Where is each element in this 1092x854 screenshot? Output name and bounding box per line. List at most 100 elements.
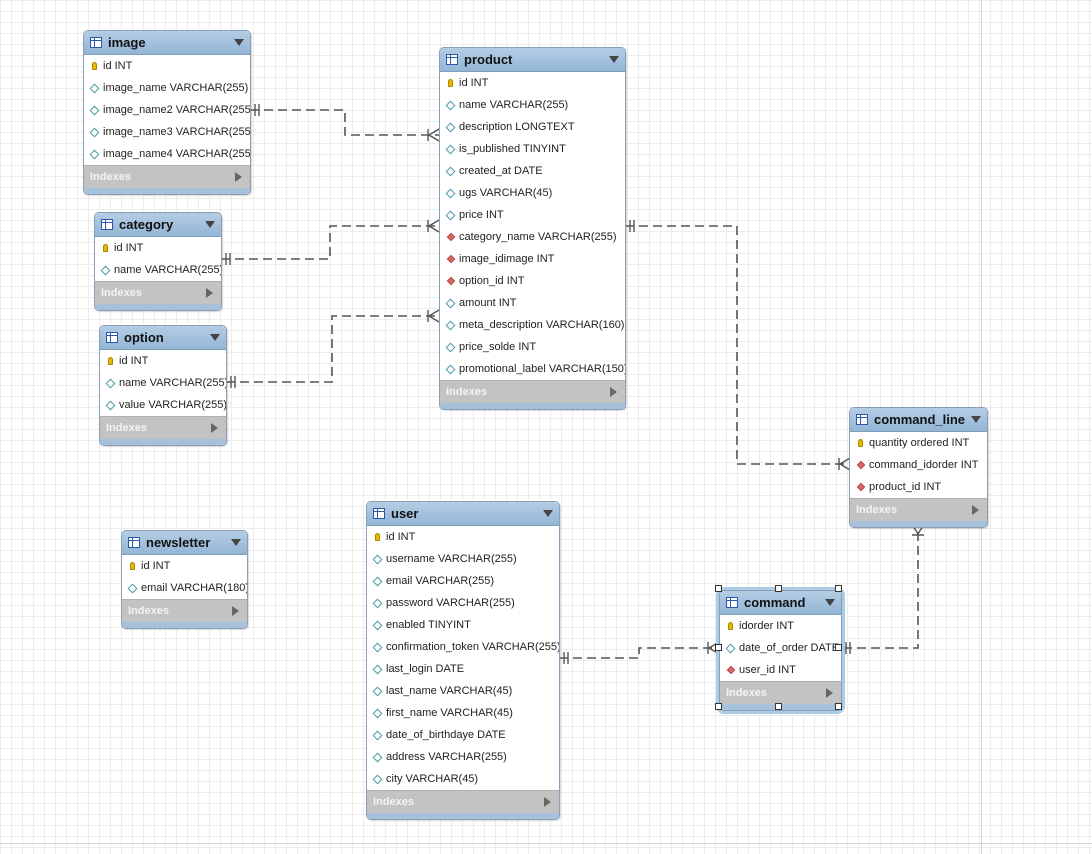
column-row[interactable]: meta_description VARCHAR(160) <box>440 314 625 336</box>
column-row[interactable]: id INT <box>95 237 221 259</box>
resize-handle-bottom-left[interactable] <box>715 703 722 710</box>
table-header[interactable]: user <box>367 502 559 526</box>
resize-handle-top[interactable] <box>775 585 782 592</box>
column-row[interactable]: email VARCHAR(180) <box>122 577 247 599</box>
column-row[interactable]: password VARCHAR(255) <box>367 592 559 614</box>
column-row[interactable]: command_idorder INT <box>850 454 987 476</box>
column-row[interactable]: ugs VARCHAR(45) <box>440 182 625 204</box>
indexes-section[interactable]: Indexes <box>720 681 841 704</box>
column-row[interactable]: username VARCHAR(255) <box>367 548 559 570</box>
column-row[interactable]: id INT <box>100 350 226 372</box>
expand-arrow-icon[interactable] <box>544 797 551 807</box>
column-row[interactable]: name VARCHAR(255) <box>95 259 221 281</box>
column-row[interactable]: id INT <box>440 72 625 94</box>
expand-arrow-icon[interactable] <box>206 288 213 298</box>
expand-arrow-icon[interactable] <box>826 688 833 698</box>
resize-handle-left[interactable] <box>715 644 722 651</box>
column-row[interactable]: name VARCHAR(255) <box>100 372 226 394</box>
column-row[interactable]: price_solde INT <box>440 336 625 358</box>
column-row[interactable]: amount INT <box>440 292 625 314</box>
collapse-toggle-icon[interactable] <box>609 56 619 63</box>
column-row[interactable]: city VARCHAR(45) <box>367 768 559 790</box>
column-row[interactable]: last_name VARCHAR(45) <box>367 680 559 702</box>
resize-handle-bottom-right[interactable] <box>835 703 842 710</box>
column-row[interactable]: option_id INT <box>440 270 625 292</box>
column-row[interactable]: user_id INT <box>720 659 841 681</box>
expand-arrow-icon[interactable] <box>610 387 617 397</box>
resize-handle-right[interactable] <box>835 644 842 651</box>
column-row[interactable]: image_name2 VARCHAR(255) <box>84 99 250 121</box>
column-row[interactable]: quantity ordered INT <box>850 432 987 454</box>
column-row[interactable]: first_name VARCHAR(45) <box>367 702 559 724</box>
column-row[interactable]: promotional_label VARCHAR(150) <box>440 358 625 380</box>
table-header[interactable]: product <box>440 48 625 72</box>
column-row[interactable]: category_name VARCHAR(255) <box>440 226 625 248</box>
column-label: image_name3 VARCHAR(255) <box>103 126 251 138</box>
column-row[interactable]: price INT <box>440 204 625 226</box>
column-row[interactable]: confirmation_token VARCHAR(255) <box>367 636 559 658</box>
collapse-toggle-icon[interactable] <box>231 539 241 546</box>
column-row[interactable]: image_name VARCHAR(255) <box>84 77 250 99</box>
column-row[interactable]: email VARCHAR(255) <box>367 570 559 592</box>
collapse-toggle-icon[interactable] <box>825 599 835 606</box>
table-header[interactable]: command_line <box>850 408 987 432</box>
resize-handle-bottom[interactable] <box>775 703 782 710</box>
column-row[interactable]: product_id INT <box>850 476 987 498</box>
expand-arrow-icon[interactable] <box>232 606 239 616</box>
expand-arrow-icon[interactable] <box>972 505 979 515</box>
column-row[interactable]: value VARCHAR(255) <box>100 394 226 416</box>
collapse-toggle-icon[interactable] <box>543 510 553 517</box>
relationship-user-command[interactable] <box>559 641 720 664</box>
table-header[interactable]: newsletter <box>122 531 247 555</box>
column-row[interactable]: is_published TINYINT <box>440 138 625 160</box>
column-row[interactable]: date_of_order DATE <box>720 637 841 659</box>
column-row[interactable]: image_idimage INT <box>440 248 625 270</box>
column-row[interactable]: date_of_birthdaye DATE <box>367 724 559 746</box>
table-header[interactable]: category <box>95 213 221 237</box>
column-row[interactable]: idorder INT <box>720 615 841 637</box>
column-row[interactable]: id INT <box>367 526 559 548</box>
column-row[interactable]: address VARCHAR(255) <box>367 746 559 768</box>
indexes-section[interactable]: Indexes <box>100 416 226 439</box>
resize-handle-top-left[interactable] <box>715 585 722 592</box>
column-row[interactable]: enabled TINYINT <box>367 614 559 636</box>
column-row[interactable]: name VARCHAR(255) <box>440 94 625 116</box>
indexes-section[interactable]: Indexes <box>84 165 250 188</box>
column-row[interactable]: image_name4 VARCHAR(255) <box>84 143 250 165</box>
indexes-section[interactable]: Indexes <box>95 281 221 304</box>
collapse-toggle-icon[interactable] <box>210 334 220 341</box>
collapse-toggle-icon[interactable] <box>234 39 244 46</box>
column-row[interactable]: id INT <box>122 555 247 577</box>
indexes-section[interactable]: Indexes <box>850 498 987 521</box>
column-row[interactable]: id INT <box>84 55 250 77</box>
table-header[interactable]: option <box>100 326 226 350</box>
column-row[interactable]: description LONGTEXT <box>440 116 625 138</box>
collapse-toggle-icon[interactable] <box>971 416 981 423</box>
indexes-section[interactable]: Indexes <box>440 380 625 403</box>
resize-handle-top-right[interactable] <box>835 585 842 592</box>
expand-arrow-icon[interactable] <box>235 172 242 182</box>
column-row[interactable]: last_login DATE <box>367 658 559 680</box>
indexes-section[interactable]: Indexes <box>367 790 559 813</box>
column-row[interactable]: created_at DATE <box>440 160 625 182</box>
indexes-section[interactable]: Indexes <box>122 599 247 622</box>
foreign-key-icon <box>446 276 455 286</box>
table-header[interactable]: image <box>84 31 250 55</box>
relationship-option-product[interactable] <box>226 309 440 388</box>
relationship-image-product[interactable] <box>250 104 440 142</box>
table-header[interactable]: command <box>720 591 841 615</box>
expand-arrow-icon[interactable] <box>211 423 218 433</box>
relationship-category-product[interactable] <box>221 219 440 265</box>
relationship-command-commandline[interactable] <box>843 523 925 654</box>
relationship-product-commandline[interactable] <box>625 220 851 471</box>
column-row[interactable]: image_name3 VARCHAR(255) <box>84 121 250 143</box>
collapse-toggle-icon[interactable] <box>205 221 215 228</box>
